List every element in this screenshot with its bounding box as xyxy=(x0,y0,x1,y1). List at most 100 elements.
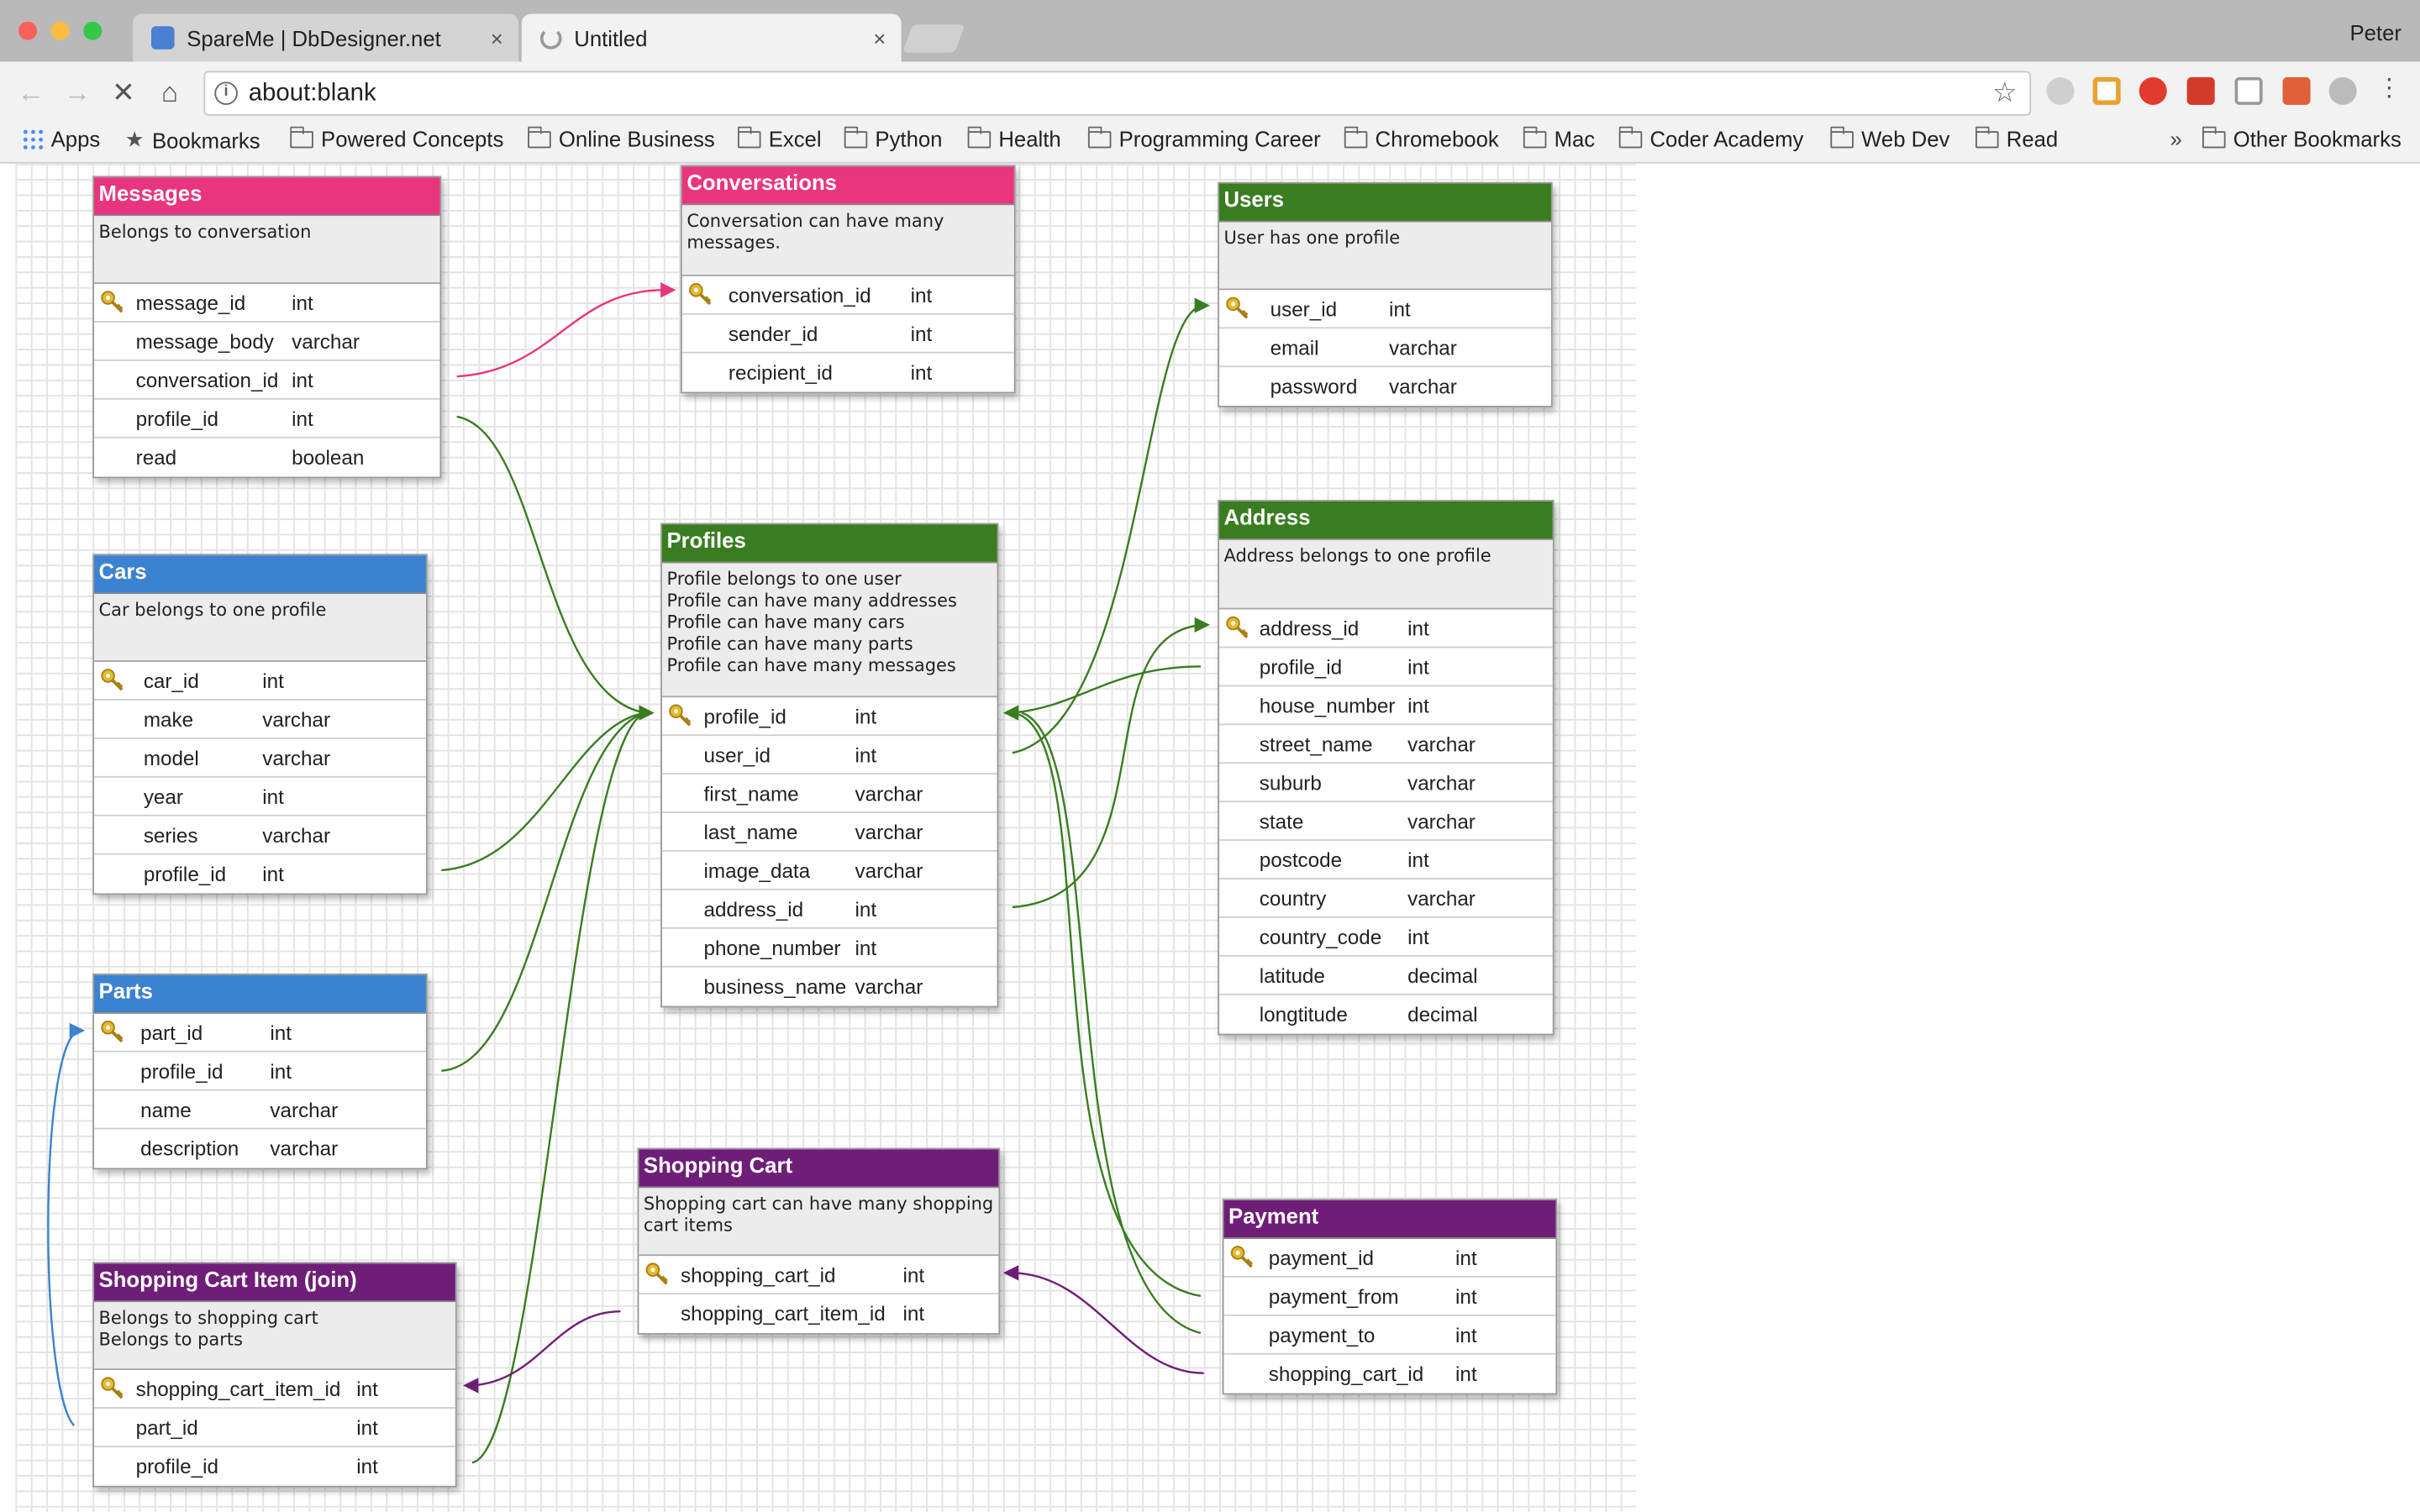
minimize-window-button[interactable] xyxy=(50,21,70,40)
bookmark-folder[interactable]: Read xyxy=(1975,125,2058,151)
address-bar[interactable]: i about:blank ☆ xyxy=(203,71,2032,116)
bookmark-folder[interactable]: Coder Academy xyxy=(1618,125,1803,151)
table-title[interactable]: Cars xyxy=(94,555,426,595)
bookmark-folder[interactable]: Web Dev xyxy=(1830,125,1949,151)
eyedropper-extension-icon[interactable] xyxy=(2282,76,2311,105)
tab-spareme[interactable]: SpareMe | DbDesigner.net × xyxy=(132,13,519,62)
table-title[interactable]: Shopping Cart Item (join) xyxy=(94,1263,455,1303)
bookmark-folder[interactable]: Mac xyxy=(1523,125,1595,151)
profile-name[interactable]: Peter xyxy=(2349,19,2402,45)
new-tab-button[interactable] xyxy=(902,24,965,53)
bookmark-folder[interactable]: Online Business xyxy=(528,125,715,151)
opera-extension-icon[interactable] xyxy=(2139,76,2167,105)
cast-icon[interactable] xyxy=(2234,76,2263,105)
tab-untitled[interactable]: Untitled × xyxy=(521,13,902,62)
tab-close-button[interactable]: × xyxy=(873,25,886,50)
bookmark-star-icon[interactable]: ☆ xyxy=(1991,76,2018,108)
table-title[interactable]: Payment xyxy=(1223,1200,1556,1239)
tab-close-button[interactable]: × xyxy=(490,25,503,50)
stop-icon[interactable]: ✕ xyxy=(112,76,135,108)
table-shopping-cart-item-join[interactable]: Shopping Cart Item (join)Belongs to shop… xyxy=(92,1262,457,1488)
table-title[interactable]: Address xyxy=(1219,501,1553,540)
bookmark-folder[interactable]: Programming Career xyxy=(1087,125,1321,151)
table-title[interactable]: Profiles xyxy=(661,524,997,564)
close-window-button[interactable] xyxy=(18,21,38,40)
back-arrow-icon[interactable]: ← xyxy=(17,76,45,108)
table-title[interactable]: Conversations xyxy=(681,166,1014,206)
bookmark-folder[interactable]: Python xyxy=(844,125,942,151)
bookmark-folder[interactable]: Chromebook xyxy=(1344,125,1499,151)
apps-shortcut[interactable]: Apps xyxy=(21,127,101,151)
zoom-window-button[interactable] xyxy=(83,21,103,40)
table-title[interactable]: Users xyxy=(1219,183,1551,223)
bookmark-folder[interactable]: Excel xyxy=(737,125,822,151)
bookmarks-shortcut[interactable]: ★ Bookmarks xyxy=(125,127,260,153)
bookmark-folder[interactable]: Health xyxy=(967,125,1061,151)
palette-extension-icon[interactable] xyxy=(2328,76,2357,105)
drive-extension-icon[interactable] xyxy=(2046,76,2075,105)
info-icon[interactable]: i xyxy=(214,81,238,105)
forward-arrow-icon[interactable]: → xyxy=(63,76,92,108)
bookmarks-overflow-button[interactable]: » xyxy=(2170,126,2182,151)
other-bookmarks[interactable]: Other Bookmarks xyxy=(2202,125,2402,151)
chrome-extension-icon[interactable] xyxy=(2092,76,2121,105)
bookmark-folder[interactable]: Powered Concepts xyxy=(290,125,503,151)
